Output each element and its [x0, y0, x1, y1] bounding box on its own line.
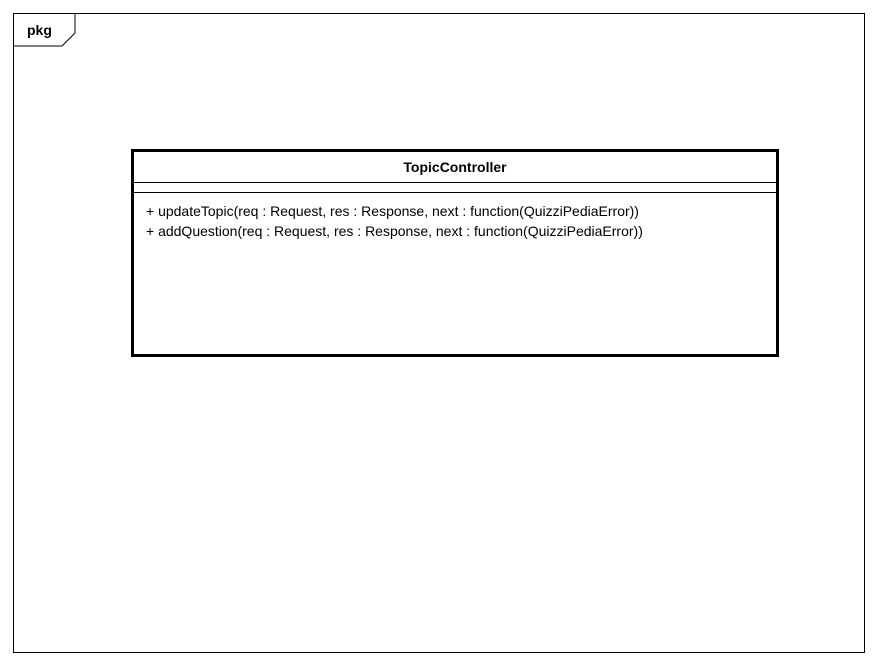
- package-frame: [13, 13, 865, 653]
- operation-update-topic: + updateTopic(req : Request, res : Respo…: [146, 203, 639, 219]
- package-tab: pkg: [13, 13, 76, 47]
- package-tab-outline: [13, 13, 76, 47]
- class-box-topic-controller: TopicController + updateTopic(req : Requ…: [131, 149, 779, 357]
- operation-add-question: + addQuestion(req : Request, res : Respo…: [146, 223, 643, 239]
- class-attributes-section: [134, 183, 776, 193]
- class-operations-section: + updateTopic(req : Request, res : Respo…: [134, 193, 776, 241]
- package-tab-label: pkg: [27, 22, 52, 38]
- class-name: TopicController: [134, 152, 776, 183]
